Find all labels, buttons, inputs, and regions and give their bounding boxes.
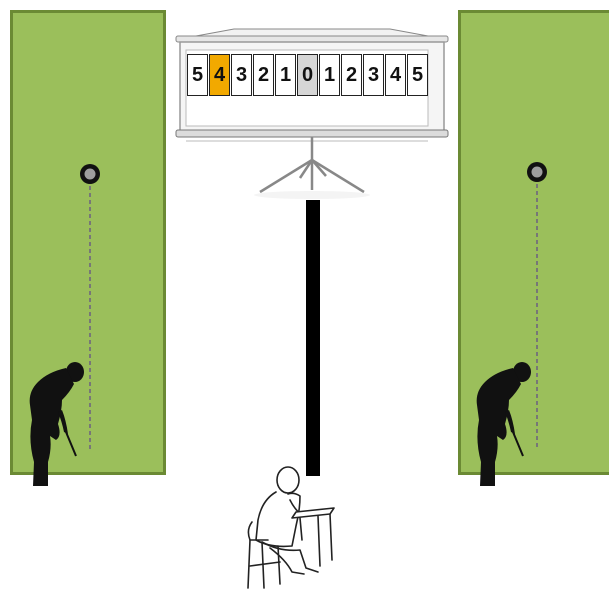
scale-cell-7: 2 [341, 54, 362, 96]
golfer-silhouette-icon [30, 362, 84, 486]
scale-cell-2: 3 [231, 54, 252, 96]
scale-cell-5: 0 [297, 54, 318, 96]
scale-cell-3: 2 [253, 54, 274, 96]
golfer-silhouette-icon [477, 362, 531, 486]
screen-tripod [260, 137, 364, 192]
scale-cell-8: 3 [363, 54, 384, 96]
scale-cell-0: 5 [187, 54, 208, 96]
scale-cell-10: 5 [407, 54, 428, 96]
tripod-shadow [254, 191, 370, 199]
scale-cell-9: 4 [385, 54, 406, 96]
center-divider-pole [306, 200, 320, 476]
scale-cell-4: 1 [275, 54, 296, 96]
scale-cell-6: 1 [319, 54, 340, 96]
golf-hole-icon [80, 164, 100, 184]
golf-hole-icon [527, 162, 547, 182]
scale-cell-1: 4 [209, 54, 230, 96]
seated-observer-icon [248, 467, 334, 588]
